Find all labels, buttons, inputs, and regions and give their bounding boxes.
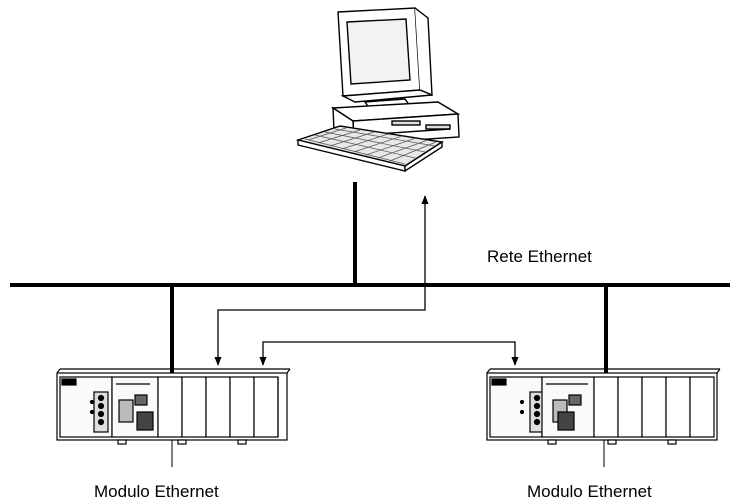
plc-rack-right bbox=[486, 368, 721, 445]
communication-arrow-pc bbox=[214, 195, 429, 366]
module-label-left: Modulo Ethernet bbox=[94, 482, 219, 501]
communication-arrow-peer bbox=[259, 341, 519, 366]
computer-icon bbox=[295, 7, 461, 173]
plc-rack-left bbox=[56, 368, 291, 445]
network-label: Rete Ethernet bbox=[487, 247, 592, 266]
module-label-right: Modulo Ethernet bbox=[527, 482, 652, 501]
